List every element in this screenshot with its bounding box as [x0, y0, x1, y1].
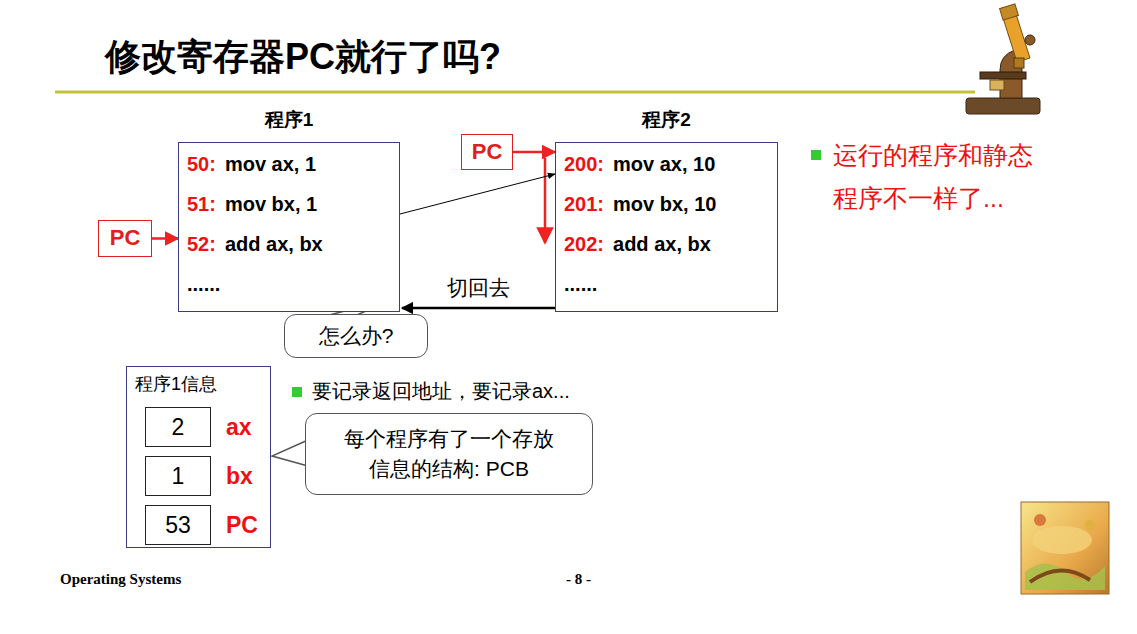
box-heading: 程序1信息	[135, 372, 262, 396]
register-label: PC	[107, 224, 143, 252]
title-rule	[55, 91, 975, 94]
microscope-icon	[966, 4, 1040, 114]
code-instruction: ......	[187, 273, 220, 295]
program-heading: 程序1	[179, 107, 399, 133]
register-value-box: 2ax	[145, 407, 211, 447]
register-value: 1	[146, 457, 210, 495]
callout-text: 每个程序有了一个存放信息的结构: PCB	[337, 424, 562, 484]
edge-label: 切回去	[444, 274, 513, 302]
register-name: PC	[226, 506, 258, 544]
code-address: 201:	[564, 193, 604, 215]
code-instruction: ......	[564, 273, 597, 295]
bullet-square	[811, 150, 821, 160]
code-address: 202:	[564, 233, 604, 255]
register-label: PC	[470, 138, 504, 166]
program-heading: 程序2	[556, 107, 777, 133]
code-address: 50:	[187, 153, 216, 175]
program-box: 程序150:mov ax, 151:mov bx, 152:add ax, bx…	[178, 142, 400, 312]
code-instruction: mov bx, 10	[613, 193, 716, 215]
program-box: 程序2200:mov ax, 10201:mov bx, 10202:add a…	[555, 142, 778, 312]
code-instruction: add ax, bx	[613, 233, 711, 255]
bullet-text: 要记录返回地址，要记录ax...	[312, 378, 570, 405]
pc-register-box: PC	[98, 220, 152, 257]
pcb-callout: 每个程序有了一个存放信息的结构: PCB	[305, 413, 593, 495]
code-instruction: mov ax, 1	[225, 153, 316, 175]
register-value: 53	[146, 506, 210, 544]
register-name: bx	[226, 457, 253, 495]
note-text: 运行的程序和静态程序不一样了...	[833, 134, 1053, 220]
callout-text: 怎么办?	[319, 321, 394, 351]
code-instruction: mov bx, 1	[225, 193, 317, 215]
pcb-info-box: 程序1信息2ax1bx53PC	[126, 366, 271, 548]
connector-arrow	[402, 307, 555, 310]
register-value-box: 53PC	[145, 505, 211, 545]
footer-text: Operating Systems	[60, 571, 181, 588]
code-instruction: mov ax, 10	[613, 153, 715, 175]
question-callout: 怎么办?	[284, 314, 428, 358]
code-instruction: add ax, bx	[225, 233, 323, 255]
register-name: ax	[226, 408, 252, 446]
connector-arrow	[400, 174, 555, 214]
code-address: 200:	[564, 153, 604, 175]
callout-tail	[272, 440, 308, 466]
book-cover	[1021, 502, 1109, 594]
register-value-box: 1bx	[145, 456, 211, 496]
code-address: 52:	[187, 233, 216, 255]
connector-arrow	[513, 151, 555, 154]
bullet-square	[292, 387, 302, 397]
register-value: 2	[146, 408, 210, 446]
slide-title: 修改寄存器PC就行了吗?	[105, 33, 501, 82]
pc-advance-arrow	[544, 158, 547, 243]
code-address: 51:	[187, 193, 216, 215]
connector-arrow	[152, 237, 178, 240]
pc-register-box: PC	[461, 134, 513, 170]
page-number: - 8 -	[566, 571, 591, 588]
